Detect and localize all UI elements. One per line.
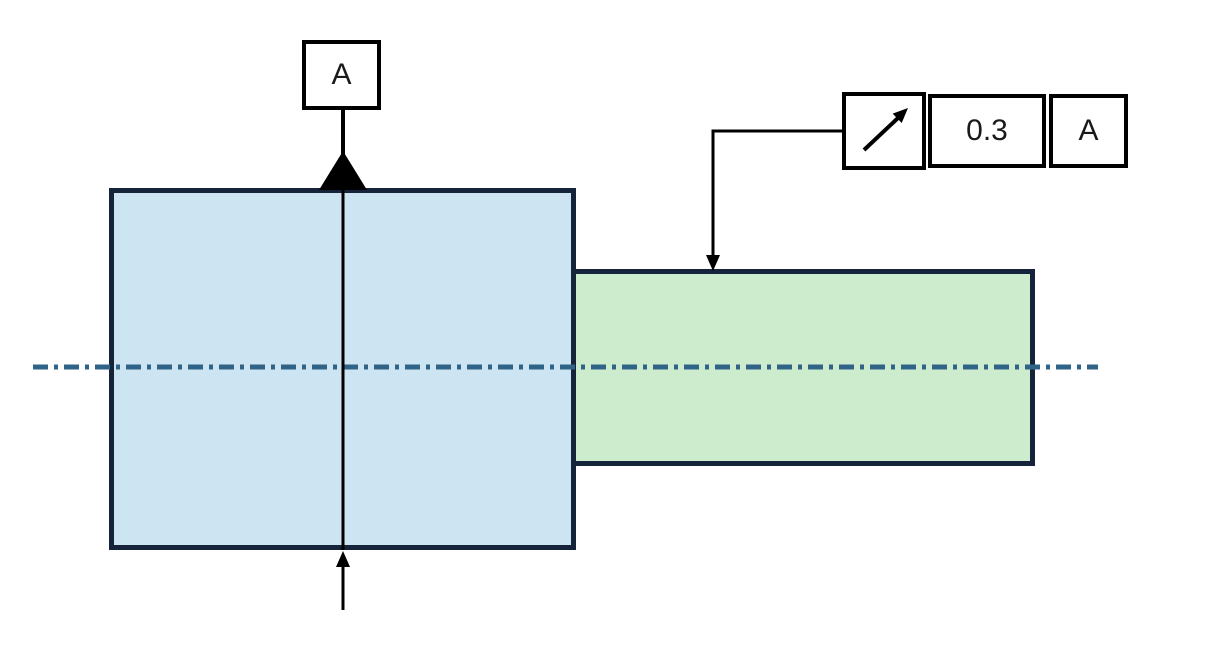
leader-arrowhead-icon xyxy=(706,255,720,271)
datum-reference-label: A xyxy=(1078,114,1099,147)
fcf-symbol-cell xyxy=(842,92,926,170)
shaft-part-green xyxy=(571,269,1035,466)
bottom-arrowhead-icon xyxy=(336,551,350,567)
tolerance-value: 0.3 xyxy=(966,114,1008,147)
datum-triangle-icon xyxy=(319,151,367,190)
datum-feature-label: A xyxy=(331,58,352,91)
datum-feature-box: A xyxy=(302,40,381,110)
fcf-datum-cell: A xyxy=(1049,94,1128,168)
circular-runout-icon xyxy=(862,108,908,152)
fcf-leader-line xyxy=(711,129,842,258)
fcf-tolerance-cell: 0.3 xyxy=(928,94,1046,168)
